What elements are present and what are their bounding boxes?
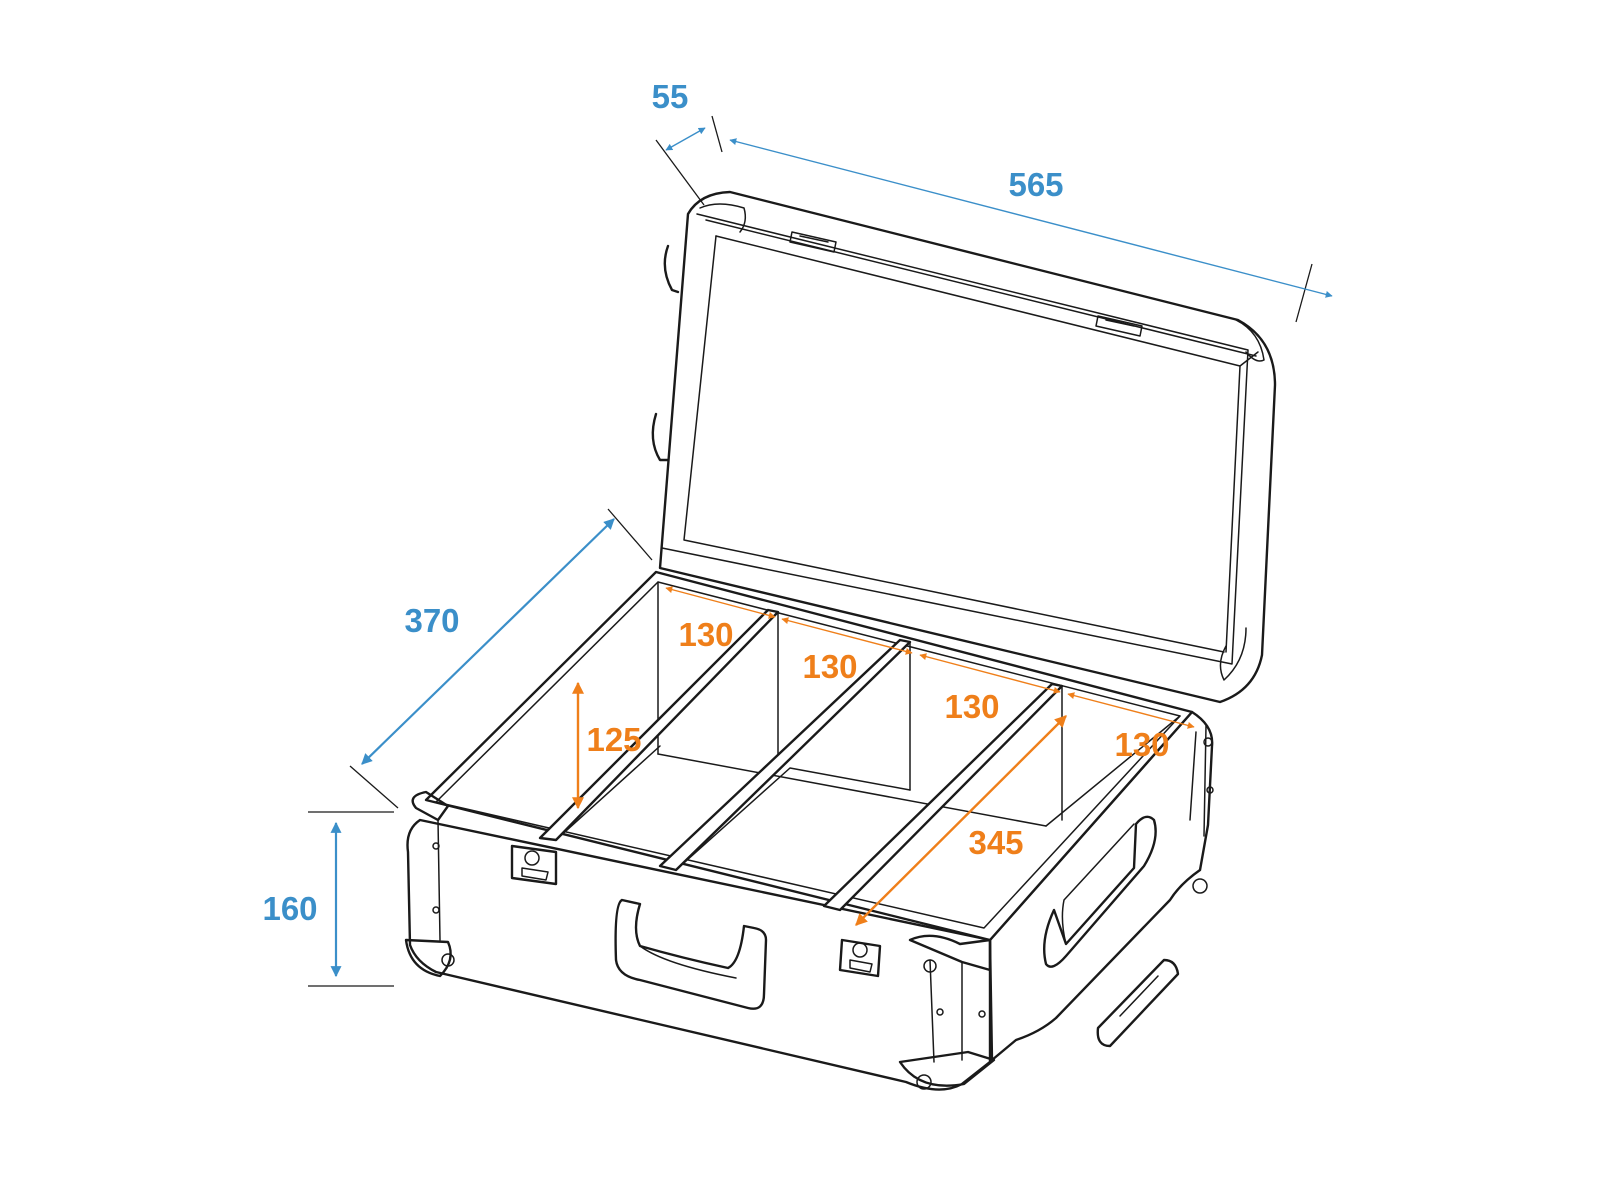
dim-line-compartment-3 <box>919 653 1061 694</box>
label-inner-height: 125 <box>586 721 641 758</box>
dim-line-compartment-1 <box>665 586 776 619</box>
dim-line-compartment-4 <box>1067 692 1195 729</box>
front-latch-right <box>838 938 882 978</box>
case-lid <box>651 190 1277 704</box>
dim-line-length <box>729 138 1333 298</box>
label-height: 160 <box>262 890 317 927</box>
label-compartment-3: 130 <box>944 688 999 725</box>
label-lid-depth: 55 <box>652 78 689 115</box>
front-handle <box>614 898 768 1010</box>
label-compartment-2: 130 <box>802 648 857 685</box>
dim-line-compartment-2 <box>781 617 913 655</box>
trolley-handle <box>1096 958 1180 1048</box>
label-compartment-4: 130 <box>1114 726 1169 763</box>
dimension-lines <box>330 127 1333 978</box>
label-length: 565 <box>1008 166 1063 203</box>
dim-line-width <box>361 518 615 765</box>
label-compartment-1: 130 <box>678 616 733 653</box>
label-width: 370 <box>404 602 459 639</box>
lid-hinge-right <box>1095 315 1143 337</box>
front-latch-left <box>510 844 558 886</box>
dimension-labels: 55 565 370 160 125 130 130 130 130 345 <box>262 78 1169 927</box>
dim-line-lid-depth <box>665 127 706 151</box>
dim-line-inner-depth <box>855 715 1067 926</box>
label-inner-depth: 345 <box>968 824 1023 861</box>
